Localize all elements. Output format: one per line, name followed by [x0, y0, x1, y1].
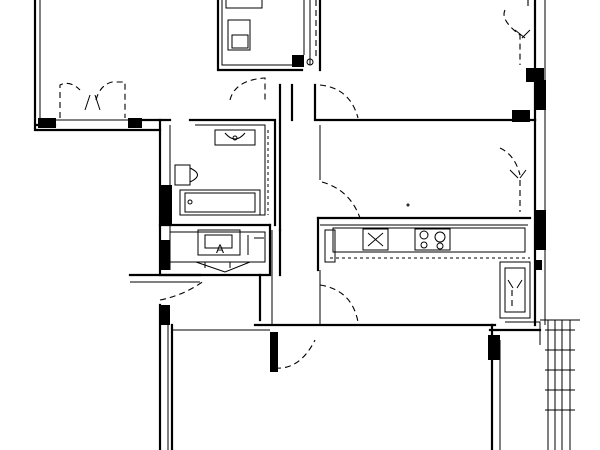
room-upper-left	[33, 0, 172, 132]
utility-label: A	[216, 242, 224, 256]
door-swing-icon	[128, 273, 206, 301]
exterior-wall-right	[533, 118, 546, 327]
toilet-icon	[174, 164, 198, 186]
washing-machine-icon	[499, 261, 531, 319]
cooktop-icon	[414, 228, 451, 251]
double-door-icon	[499, 147, 527, 212]
plan-marker	[406, 203, 410, 207]
room-lower-left	[158, 303, 278, 450]
double-door-icon	[503, 0, 531, 65]
double-door-icon	[59, 81, 126, 118]
sink-icon	[362, 228, 389, 251]
room-utility: A	[158, 223, 272, 273]
sink-icon	[214, 129, 256, 146]
room-lower-right	[488, 321, 542, 450]
room-top-bath	[216, 0, 322, 72]
door-swing-icon	[229, 77, 359, 119]
room-right-upper	[319, 0, 546, 180]
corridor	[253, 83, 537, 327]
door-swing-icon	[319, 270, 359, 325]
room-kitchen	[316, 216, 532, 272]
balcony-railing	[540, 319, 580, 450]
door-swing-icon	[274, 339, 316, 369]
bathtub-icon	[179, 189, 261, 216]
door-swing-icon	[321, 181, 361, 219]
